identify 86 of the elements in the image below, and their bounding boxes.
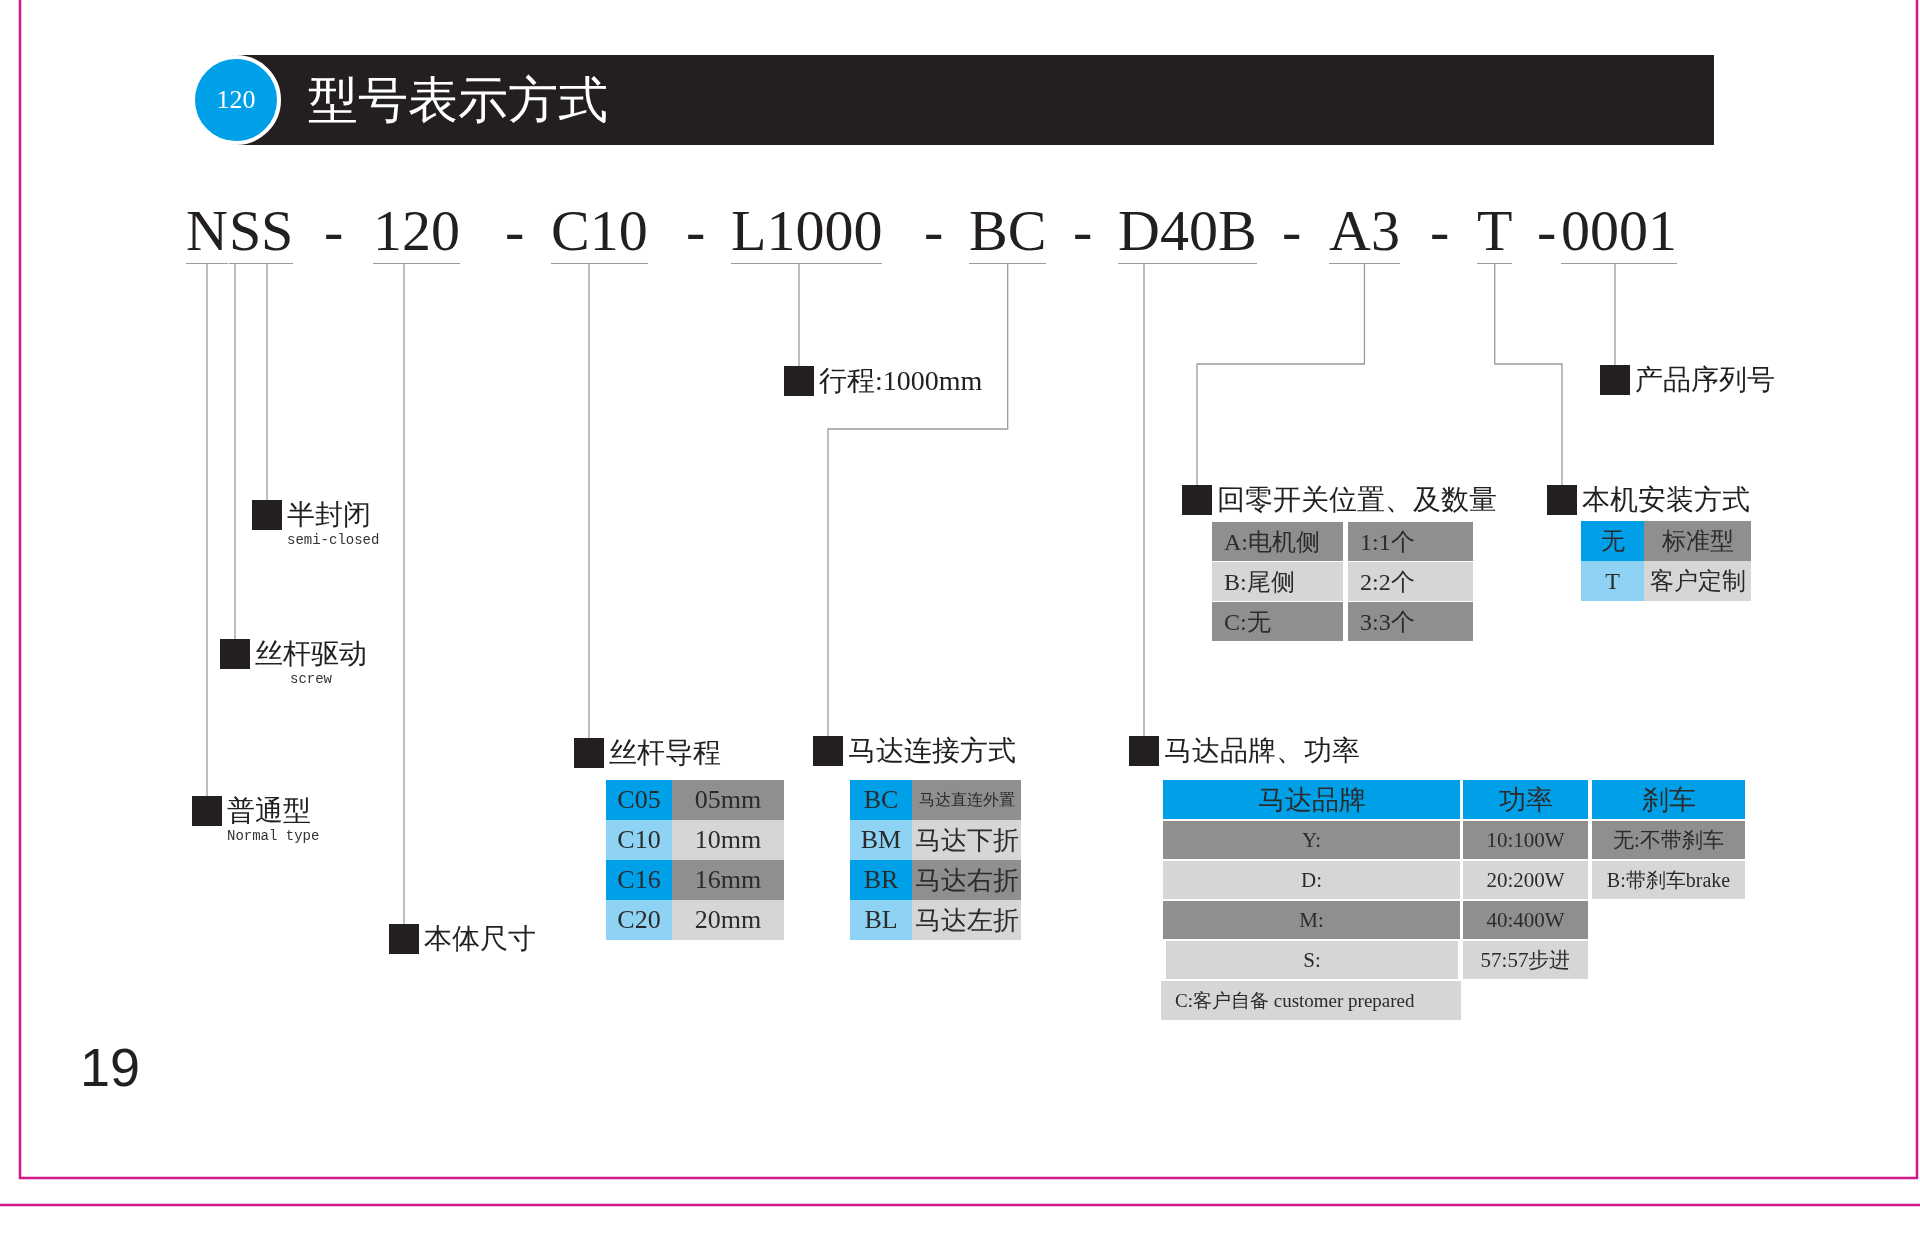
leader-line [1143,263,1145,737]
category-heading: 马达连接方式 [848,736,1016,766]
category-heading: 产品序列号 [1635,365,1775,395]
code-cell: BL [850,900,912,940]
value-cell: C:无 [1212,602,1343,641]
code-cell: C10 [606,820,672,860]
value-cell: 40:400W [1463,901,1588,939]
value-cell: 标准型 [1644,521,1751,561]
english-subtitle: semi-closed [287,532,380,548]
value-cell: 无:不带刹车 [1592,821,1745,859]
separator-dash: - [505,202,525,260]
category-heading: 马达品牌、功率 [1164,736,1360,766]
header-cell: 马达品牌 [1163,780,1460,819]
value-cell: M: [1163,901,1460,939]
code-cell: BR [850,860,912,900]
code-cell: C05 [606,780,672,820]
separator-dash: - [324,202,344,260]
code-cell: C16 [606,860,672,900]
value-cell: 10mm [672,820,784,860]
model-code-segment: A3 [1329,202,1400,264]
code-cell: T [1581,561,1644,601]
value-cell: 57:57步进 [1463,941,1588,979]
code-cell: C20 [606,900,672,940]
value-cell: B:尾侧 [1212,562,1343,601]
value-cell: Y: [1163,821,1460,859]
separator-dash: - [686,202,706,260]
model-code-segment: D40B [1118,202,1257,264]
model-code-segment: C10 [551,202,648,264]
value-cell: C:客户自备 customer prepared [1161,981,1461,1020]
category-heading: 回零开关位置、及数量 [1217,485,1497,515]
leader-line [206,263,208,797]
value-cell: 2:2个 [1348,562,1473,601]
model-code-segment: 0001 [1561,202,1677,264]
value-cell: 3:3个 [1348,602,1473,641]
category-heading: 本机安装方式 [1582,485,1750,515]
model-code-segment: T [1477,202,1513,264]
model-code-segment: L1000 [731,202,883,264]
model-code-segment: S [261,202,294,264]
leader-line [1494,263,1563,486]
value-cell: 1:1个 [1348,522,1473,561]
code-cell: BC [850,780,912,820]
code-cell: BM [850,820,912,860]
value-cell: 20mm [672,900,784,940]
category-heading: 普通型 [227,796,312,826]
model-code-segment: N [186,202,228,264]
page-title: 型号表示方式 [308,72,608,128]
leader-line [798,263,800,367]
category-heading: 丝杆驱动 [255,639,367,669]
model-code-segment: BC [969,202,1047,264]
category-heading: 行程:1000mm [819,366,983,396]
value-cell: 20:200W [1463,861,1588,899]
code-cell: 无 [1581,521,1644,561]
leader-line [1614,263,1616,366]
separator-dash: - [1537,202,1557,260]
leader-line [403,263,405,925]
value-cell: 10:100W [1463,821,1588,859]
value-cell: 客户定制 [1644,561,1751,601]
separator-dash: - [1282,202,1302,260]
page-number: 19 [80,1040,141,1094]
leader-line [827,263,1009,737]
value-cell: D: [1163,861,1460,899]
category-heading: 半封闭 [287,500,372,530]
value-cell: 05mm [672,780,784,820]
leader-line [266,263,268,501]
model-code-segment: S [229,202,262,264]
leader-line [1196,263,1366,486]
value-cell: 马达左折 [912,900,1021,940]
category-heading: 丝杆导程 [609,738,721,768]
leader-line [588,263,590,739]
separator-dash: - [1430,202,1450,260]
value-cell: A:电机侧 [1212,522,1343,561]
header-cell: 功率 [1463,780,1588,819]
english-subtitle: screw [290,671,332,687]
header-cell: 刹车 [1592,780,1745,819]
value-cell: 马达下折 [912,820,1021,860]
value-cell: 马达直连外置 [912,780,1021,820]
category-heading: 本体尺寸 [424,924,536,954]
separator-dash: - [1073,202,1093,260]
value-cell: B:带刹车brake [1592,861,1745,899]
english-subtitle: Normal type [227,828,320,844]
leader-line [234,263,236,640]
separator-dash: - [924,202,944,260]
model-code-segment: 120 [373,202,460,264]
value-cell: 马达右折 [912,860,1021,900]
value-cell: S: [1166,941,1458,979]
value-cell: 16mm [672,860,784,900]
